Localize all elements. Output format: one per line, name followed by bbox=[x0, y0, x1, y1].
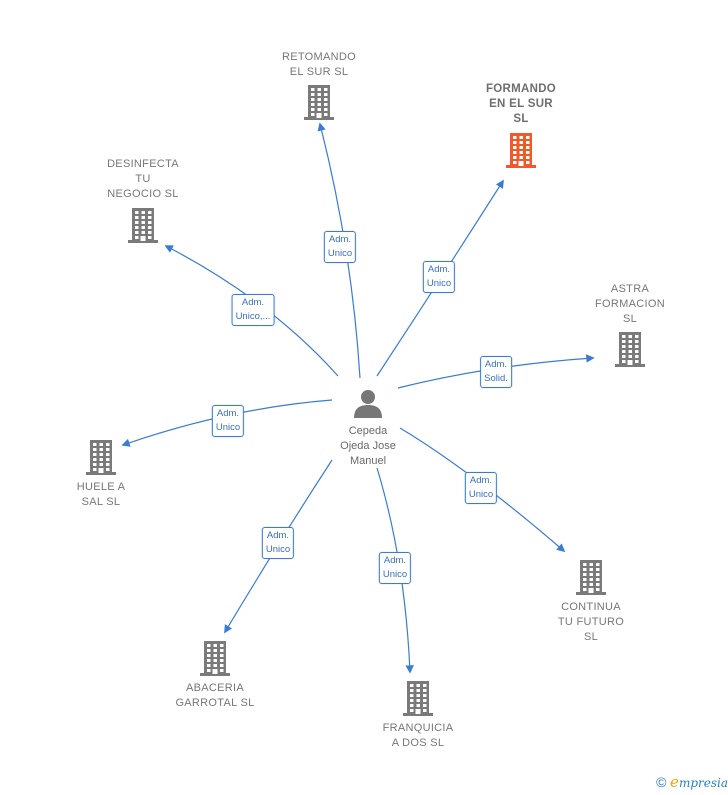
edge-label-retomando[interactable]: Adm. Unico bbox=[323, 231, 357, 263]
building-icon bbox=[403, 681, 433, 716]
company-label-huele[interactable]: HUELE A SAL SL bbox=[46, 480, 156, 510]
company-label-retomando[interactable]: RETOMANDO EL SUR SL bbox=[264, 50, 374, 80]
building-icon bbox=[576, 560, 606, 595]
footer-brand: © empresia bbox=[656, 773, 728, 791]
person-name: Cepeda Ojeda Jose Manuel bbox=[318, 424, 418, 469]
edge-label-line: Unico bbox=[382, 569, 408, 580]
company-label-line: FRANQUICIA bbox=[382, 722, 454, 734]
edge-label-line: Unico bbox=[468, 489, 494, 500]
company-label-line: CONTINUA bbox=[561, 601, 621, 613]
company-node-continua[interactable] bbox=[576, 559, 606, 600]
company-label-line: HUELE A bbox=[76, 481, 126, 493]
building-icon bbox=[615, 332, 645, 367]
company-label-abaceria[interactable]: ABACERIA GARROTAL SL bbox=[160, 681, 270, 711]
edge-label-desinfecta[interactable]: Adm. Unico,... bbox=[231, 294, 275, 326]
edge-label-abaceria[interactable]: Adm. Unico bbox=[261, 527, 295, 559]
building-icon bbox=[86, 440, 116, 475]
company-label-line: ABACERIA bbox=[185, 682, 245, 694]
building-icon bbox=[128, 208, 158, 243]
company-label-astra[interactable]: ASTRA FORMACION SL bbox=[575, 282, 685, 327]
edge-label-line: Unico bbox=[265, 544, 291, 555]
brand-name: mpresia bbox=[678, 776, 728, 790]
company-node-formando[interactable] bbox=[506, 132, 536, 173]
edge-label-line: Solid. bbox=[484, 373, 508, 384]
company-label-line: SL bbox=[622, 313, 638, 325]
building-icon bbox=[304, 85, 334, 120]
company-label-line: SL bbox=[513, 113, 529, 125]
company-node-desinfecta[interactable] bbox=[128, 207, 158, 248]
person-name-line: Ojeda Jose bbox=[340, 440, 396, 452]
edge-label-line: Adm. bbox=[383, 555, 407, 566]
company-label-formando[interactable]: FORMANDO EN EL SUR SL bbox=[466, 82, 576, 127]
edge-label-line: Unico bbox=[327, 248, 353, 259]
company-node-retomando[interactable] bbox=[304, 84, 334, 125]
company-label-line: SL bbox=[583, 631, 599, 643]
company-label-franquicia[interactable]: FRANQUICIA A DOS SL bbox=[363, 721, 473, 751]
edge-label-line: Unico bbox=[426, 278, 452, 289]
company-label-line: A DOS SL bbox=[391, 737, 445, 749]
edge-label-line: Unico,... bbox=[235, 311, 271, 322]
edge-label-line: Unico bbox=[215, 422, 241, 433]
company-label-line: NEGOCIO SL bbox=[107, 188, 179, 200]
edge-label-line: Adm. bbox=[427, 264, 451, 275]
copyright-icon: © bbox=[656, 774, 667, 790]
edge-label-line: Adm. bbox=[328, 234, 352, 245]
company-label-line: RETOMANDO bbox=[281, 51, 356, 63]
company-node-astra[interactable] bbox=[615, 331, 645, 372]
edge-label-astra[interactable]: Adm. Solid. bbox=[480, 356, 512, 388]
company-label-continua[interactable]: CONTINUA TU FUTURO SL bbox=[536, 600, 646, 645]
company-label-line: EN EL SUR bbox=[489, 98, 553, 110]
edge-label-huele[interactable]: Adm. Unico bbox=[211, 405, 245, 437]
company-label-line: DESINFECTA bbox=[107, 158, 179, 170]
person-name-line: Cepeda bbox=[348, 425, 388, 437]
edge-label-continua[interactable]: Adm. Unico bbox=[464, 472, 498, 504]
company-label-line: GARROTAL SL bbox=[175, 697, 255, 709]
person-node[interactable] bbox=[352, 388, 384, 423]
company-label-line: EL SUR SL bbox=[289, 66, 349, 78]
person-icon bbox=[354, 390, 382, 418]
edge-label-formando[interactable]: Adm. Unico bbox=[422, 261, 456, 293]
company-node-franquicia[interactable] bbox=[403, 680, 433, 721]
company-label-desinfecta[interactable]: DESINFECTA TU NEGOCIO SL bbox=[88, 157, 198, 202]
edge-label-line: Adm. bbox=[241, 297, 265, 308]
company-label-line: ASTRA bbox=[610, 283, 650, 295]
person-name-line: Manuel bbox=[349, 455, 387, 467]
edge-label-franquicia[interactable]: Adm. Unico bbox=[378, 552, 412, 584]
edge-label-line: Adm. bbox=[266, 530, 290, 541]
brand-initial: e bbox=[670, 773, 679, 791]
company-node-huele[interactable] bbox=[86, 439, 116, 480]
company-label-line: TU FUTURO bbox=[557, 616, 625, 628]
company-node-abaceria[interactable] bbox=[200, 640, 230, 681]
building-icon bbox=[200, 641, 230, 676]
building-icon bbox=[506, 133, 536, 168]
company-label-line: TU bbox=[135, 173, 151, 185]
edge-label-line: Adm. bbox=[469, 475, 493, 486]
company-label-line: FORMANDO bbox=[485, 83, 557, 95]
edge-label-line: Adm. bbox=[484, 359, 508, 370]
company-label-line: SAL SL bbox=[81, 496, 121, 508]
company-label-line: FORMACION bbox=[595, 298, 665, 310]
edge-label-line: Adm. bbox=[216, 408, 240, 419]
